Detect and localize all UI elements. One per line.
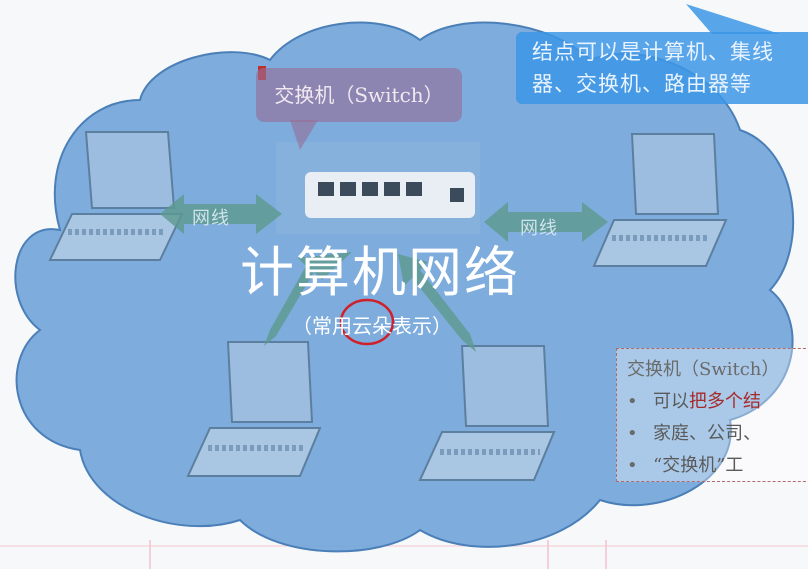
- switch-callout-pointer: [290, 120, 318, 150]
- laptop-icon-bottom-left: [186, 341, 322, 477]
- bullet-glyph: •: [627, 455, 638, 476]
- slide-edge-lines: [0, 540, 808, 569]
- laptop-icon-top-right: [592, 133, 728, 267]
- info-bullet-1: • 可以把多个结: [627, 387, 808, 413]
- bullet-text: 家庭、公司、: [653, 423, 761, 444]
- link-arrow-down-left: [264, 252, 352, 346]
- cloud-subtitle: （常用云朵表示）: [292, 314, 452, 338]
- link-arrow-down-right: [398, 254, 476, 352]
- annotation-circle: [339, 298, 395, 346]
- switch-info-box: 交换机（Switch） • 可以把多个结 • 家庭、公司、 • “交换机”工: [616, 348, 808, 482]
- bullet-text: 可以: [653, 391, 689, 412]
- link-label-left: 网线: [192, 208, 230, 229]
- network-cloud: [14, 21, 795, 553]
- bullet-highlight: 把多个结: [689, 391, 761, 412]
- info-bullet-3: • “交换机”工: [627, 451, 808, 477]
- node-callout-line-2: 器、交换机、路由器等: [532, 72, 752, 96]
- switch-callout: 交换机（Switch）: [256, 68, 462, 122]
- laptop-icon-top-left: [48, 131, 184, 261]
- info-bullet-2: • 家庭、公司、: [627, 419, 808, 445]
- node-callout-line-1: 结点可以是计算机、集线: [532, 40, 774, 64]
- link-arrow-left: [160, 194, 282, 234]
- laptop-icon-bottom-right: [418, 345, 556, 481]
- bullet-glyph: •: [627, 391, 638, 412]
- bullet-text: “交换机”工: [653, 455, 744, 476]
- cloud-title: 计算机网络: [240, 241, 520, 304]
- info-box-title: 交换机（Switch）: [627, 359, 780, 380]
- switch-device: [276, 142, 480, 234]
- node-callout: 结点可以是计算机、集线 器、交换机、路由器等: [516, 32, 808, 104]
- node-callout-pointer: [686, 4, 780, 34]
- link-label-right: 网线: [520, 218, 558, 239]
- link-arrow-right: [484, 202, 608, 242]
- bullet-glyph: •: [627, 423, 638, 444]
